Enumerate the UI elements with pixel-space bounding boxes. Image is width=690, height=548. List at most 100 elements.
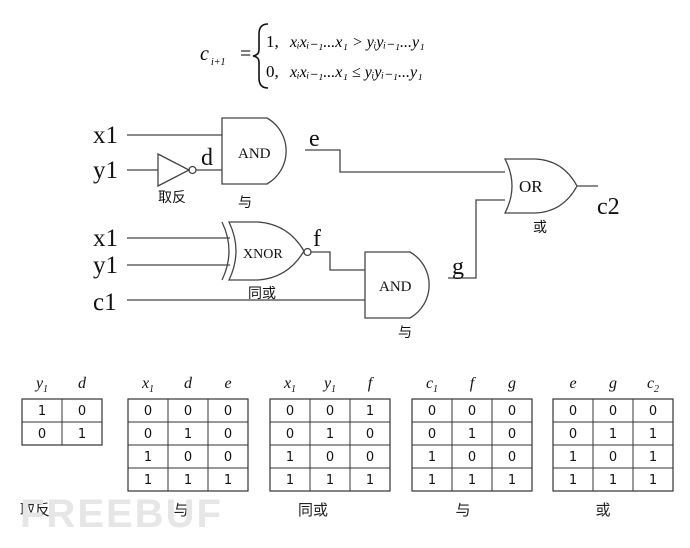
input-y1-top: y1: [93, 157, 118, 184]
xnor-caption: 同或: [248, 286, 276, 302]
table-cell: 1: [468, 427, 476, 442]
table-cell: 0: [224, 450, 232, 465]
table-cell: 1: [286, 450, 294, 465]
and1-caption: 与: [238, 195, 252, 211]
formula-case0-value: 0,: [266, 62, 279, 81]
xnor-gate: [227, 221, 305, 281]
wire-e-to-or: [305, 149, 505, 173]
table-cell: 1: [508, 473, 516, 488]
and2-label: AND: [379, 279, 412, 295]
xnor-extra-arc: [221, 221, 230, 281]
table-cell: 0: [366, 450, 374, 465]
table-cell: 0: [184, 404, 192, 419]
table-cell: 1: [144, 473, 152, 488]
table-cell: 1: [569, 450, 577, 465]
table-caption: 同或: [298, 501, 328, 519]
table-header-cell: c1: [426, 375, 438, 395]
table-cell: 1: [569, 473, 577, 488]
formula: c i+1 = 1, xᵢxᵢ₋₁...x₁ > yᵢyᵢ₋₁...y₁ 0, …: [200, 23, 425, 89]
signal-d: d: [201, 145, 213, 171]
table-cell: 1: [286, 473, 294, 488]
input-y1-mid: y1: [93, 252, 118, 279]
not-gate: [157, 152, 191, 188]
table-header-cell: x1: [283, 375, 296, 395]
table-header-cell: g: [508, 375, 516, 392]
formula-lhs-sub: i+1: [211, 57, 226, 68]
table-cell: 1: [428, 473, 436, 488]
or-label: OR: [519, 177, 543, 196]
table-cell: 1: [326, 473, 334, 488]
or-gate: [503, 158, 578, 214]
not-caption: 取反: [158, 190, 186, 206]
xnor-label: XNOR: [243, 247, 283, 262]
table-cell: 0: [508, 404, 516, 419]
formula-lhs: c: [200, 43, 209, 65]
table-caption: 取反: [20, 501, 50, 519]
table-cell: 1: [78, 427, 86, 442]
watermark: FREEBUF: [20, 492, 223, 536]
table-header-cell: e: [224, 375, 231, 392]
table-cell: 0: [326, 404, 334, 419]
table-cell: 0: [326, 450, 334, 465]
table-header-cell: d: [184, 375, 193, 392]
and-gate-1: [221, 117, 287, 185]
table-cell: 1: [468, 473, 476, 488]
table-cell: 1: [326, 427, 334, 442]
table-caption: 或: [595, 501, 610, 519]
table-header-cell: x1: [141, 375, 154, 395]
table-cell: 1: [224, 473, 232, 488]
table-cell: 0: [78, 404, 86, 419]
signal-f: f: [313, 226, 321, 252]
table-cell: 0: [569, 427, 577, 442]
table-cell: 0: [224, 427, 232, 442]
and-gate-2: [364, 251, 430, 319]
signal-e: e: [309, 126, 320, 152]
formula-equals: =: [240, 43, 251, 65]
input-x1-top: x1: [93, 122, 118, 149]
table-cell: 0: [609, 404, 617, 419]
table-header-cell: f: [470, 375, 477, 392]
table-cell: 0: [508, 450, 516, 465]
table-header-cell: g: [609, 375, 617, 392]
table-header-cell: c2: [647, 375, 659, 395]
input-c1: c1: [93, 289, 117, 316]
table-cell: 0: [224, 404, 232, 419]
table-header-cell: d: [78, 375, 87, 392]
or-caption: 或: [533, 220, 547, 236]
table-header-cell: e: [569, 375, 576, 392]
xnor-gate-bubble: [303, 247, 312, 257]
table-cell: 1: [428, 450, 436, 465]
output-c2: c2: [597, 194, 620, 220]
table-cell: 1: [609, 427, 617, 442]
and2-caption: 与: [398, 325, 412, 341]
table-caption: 与: [173, 501, 188, 519]
circuit-labels: x1 y1 x1 y1 c1 AND 与 取反 XNOR 同或 AND 与 OR…: [93, 122, 620, 341]
table-cell: 1: [184, 473, 192, 488]
table-cell: 0: [366, 427, 374, 442]
table-cell: 0: [609, 450, 617, 465]
table-cell: 1: [649, 473, 657, 488]
formula-case0-expr: xᵢxᵢ₋₁...x₁ ≤ yᵢyᵢ₋₁...y₁: [289, 64, 423, 81]
input-x1-mid: x1: [93, 225, 118, 252]
table-cell: 0: [144, 404, 152, 419]
formula-brace: [252, 23, 269, 89]
table-cell: 1: [609, 473, 617, 488]
circuit: [127, 117, 598, 319]
signal-g: g: [452, 254, 464, 280]
table-cell: 1: [649, 450, 657, 465]
table-cell: 0: [38, 427, 46, 442]
table-cell: 1: [366, 473, 374, 488]
table-cell: 1: [366, 404, 374, 419]
table-cell: 0: [569, 404, 577, 419]
table-cell: 0: [468, 404, 476, 419]
table-header-cell: f: [368, 375, 375, 392]
not-gate-bubble: [188, 165, 197, 175]
table-cell: 0: [144, 427, 152, 442]
table-cell: 0: [649, 404, 657, 419]
